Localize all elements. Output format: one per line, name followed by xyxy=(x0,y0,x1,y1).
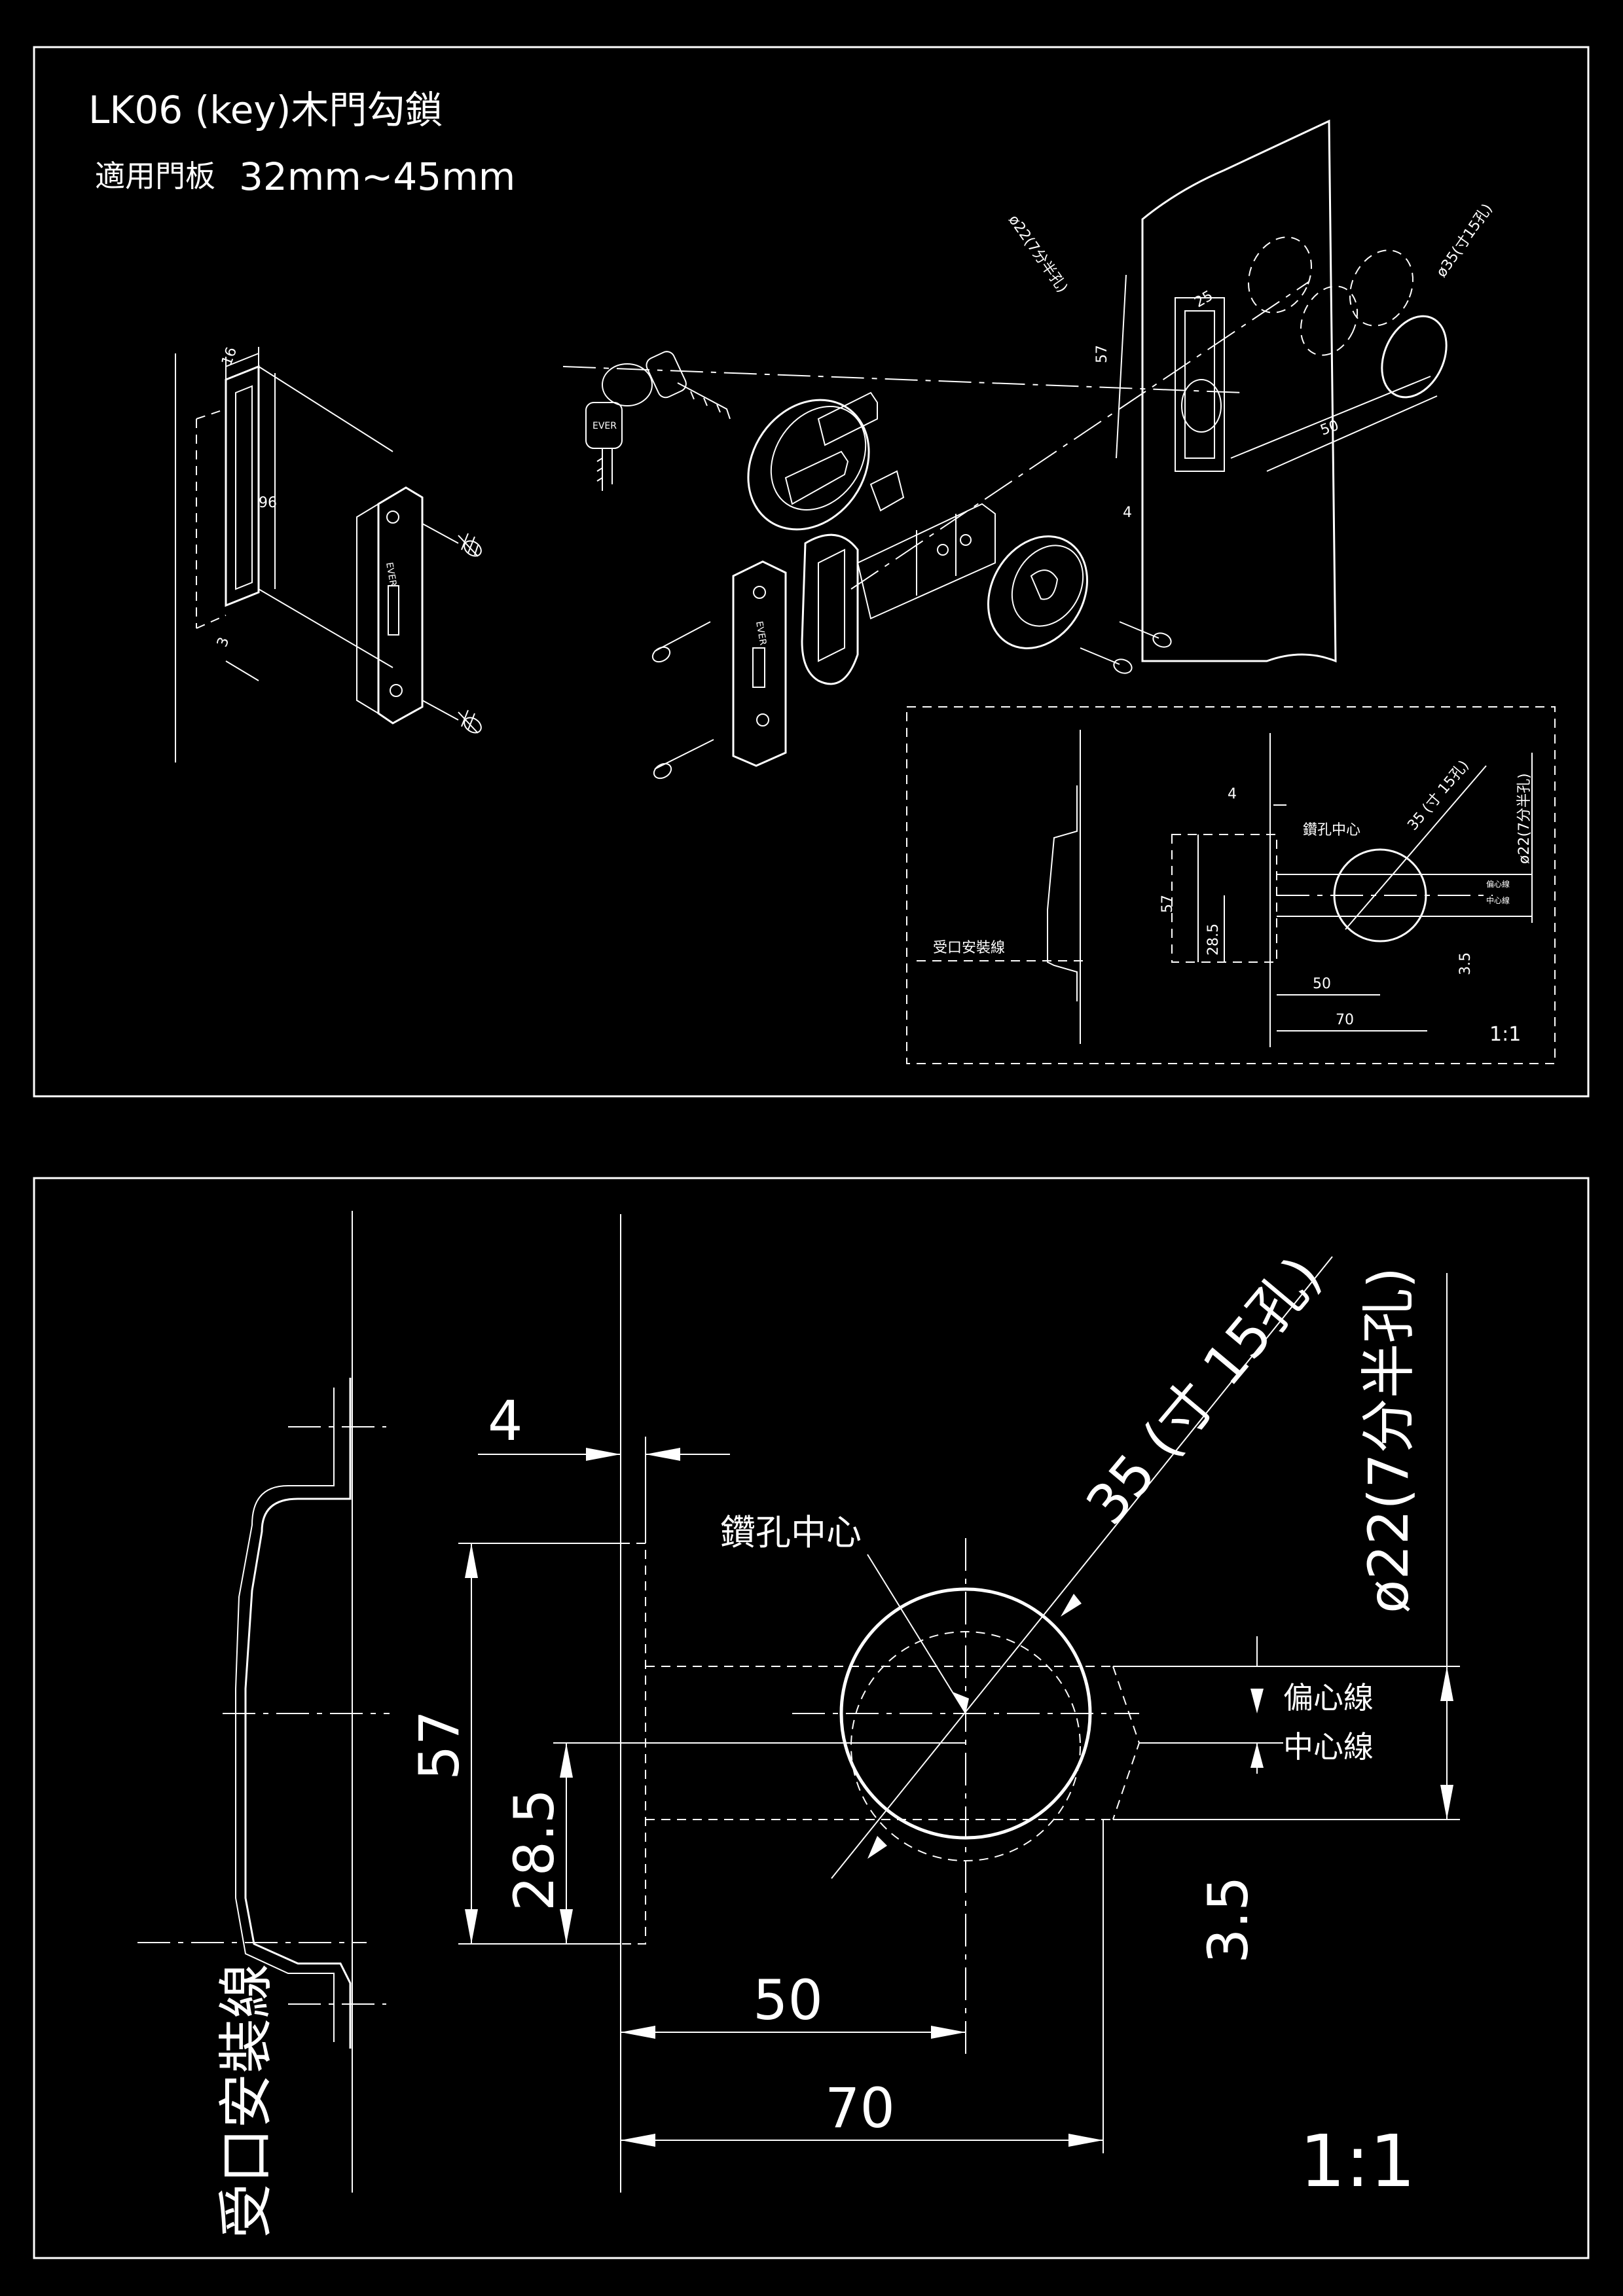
inset-label-strike-line: 受口安裝線 xyxy=(933,940,1005,956)
top-panel-frame xyxy=(33,46,1590,1098)
inset-dim-backset-70: 70 xyxy=(1336,1012,1354,1028)
inset-dim-backset-50: 50 xyxy=(1313,976,1331,992)
screw-icon xyxy=(422,700,482,734)
dim-faceplate-depth: 3 xyxy=(214,635,232,649)
brand-logo-key: EVER xyxy=(593,421,617,431)
latch-faceplate: EVER xyxy=(732,560,787,767)
door-thickness-range: 32mm~45mm xyxy=(239,154,515,199)
dim-edge-hole-depth: 25 xyxy=(1192,288,1216,312)
inset-dim-half-height: 28.5 xyxy=(1205,924,1222,956)
main-dim-top-offset: 4 xyxy=(488,1389,522,1453)
main-dim-backset-70: 70 xyxy=(825,2076,895,2140)
main-label-strike-line: 受口安裝線 xyxy=(214,1964,278,2238)
inset-dim-top-offset: 4 xyxy=(1228,786,1237,802)
thumbturn-rose xyxy=(987,535,1088,649)
brand-logo-strike: EVER xyxy=(384,562,398,587)
main-dim-height: 57 xyxy=(407,1710,471,1780)
screw-icon xyxy=(653,739,714,780)
dim-edge-hole-height: 57 xyxy=(1094,345,1110,363)
strike-plate-section: 16 96 3 xyxy=(175,345,393,762)
cylinder-rose xyxy=(747,391,905,531)
key-icon: EVER xyxy=(585,351,731,491)
main-dim-backset-50: 50 xyxy=(753,1968,823,2032)
door-thickness-label: 適用門板 xyxy=(95,158,215,194)
inset-dim-offset: 3.5 xyxy=(1457,952,1474,975)
dim-edge-offset: 4 xyxy=(1123,505,1132,521)
inset-drawing: 4 鑽孔中心 35 (寸 15孔) ø22(7分半孔) 偏心線 中心線 57 2… xyxy=(906,706,1556,1064)
inset-label-drill-center: 鑽孔中心 xyxy=(1303,822,1360,838)
main-dim-offset: 3.5 xyxy=(1196,1876,1260,1964)
latch-body xyxy=(801,503,996,685)
inset-scale: 1:1 xyxy=(1489,1023,1521,1046)
dim-bore-large: ø35(寸15孔) xyxy=(1433,201,1495,280)
main-label-drill-center: 鑽孔中心 xyxy=(720,1512,862,1553)
screw-icon xyxy=(1119,621,1172,648)
model-title: LK06 (key)木門勾鎖 xyxy=(88,88,443,132)
dim-bore-small: ø22(7分半孔) xyxy=(1005,212,1070,296)
inset-dim-bore-small: ø22(7分半孔) xyxy=(1516,773,1533,864)
dim-faceplate-height: 96 xyxy=(259,495,277,511)
inset-dim-bore-large: 35 (寸 15孔) xyxy=(1404,757,1472,834)
strike-plate-iso: EVER xyxy=(356,486,424,725)
door-block: 57 25 4 50 ø22(7分半孔) ø35(寸15孔) xyxy=(1005,119,1496,663)
inset-dim-height: 57 xyxy=(1159,895,1176,913)
screw-icon xyxy=(651,621,711,663)
screw-icon xyxy=(422,523,482,557)
inset-label-offset-line: 偏心線 xyxy=(1486,879,1510,889)
main-dim-half-height: 28.5 xyxy=(502,1789,566,1911)
bottom-panel-frame xyxy=(33,1177,1590,2259)
main-label-center-line: 中心線 xyxy=(1283,1729,1374,1765)
main-dim-bore-large: 35 (寸 15孔) xyxy=(1074,1244,1334,1537)
dim-faceplate-width: 16 xyxy=(219,345,240,368)
main-drawing-labels: 4 鑽孔中心 35 (寸 15孔) ø22(7分半孔) 偏心線 中心線 57 2… xyxy=(214,1244,1421,2238)
brand-logo-faceplate: EVER xyxy=(754,620,768,646)
main-label-offset-line: 偏心線 xyxy=(1283,1680,1374,1715)
main-scale: 1:1 xyxy=(1300,2119,1415,2203)
main-dim-bore-small: ø22(7分半孔) xyxy=(1357,1267,1421,1613)
inset-label-center-line: 中心線 xyxy=(1486,895,1510,905)
main-strike-profile xyxy=(137,1211,621,2193)
screw-icon xyxy=(1080,647,1133,674)
